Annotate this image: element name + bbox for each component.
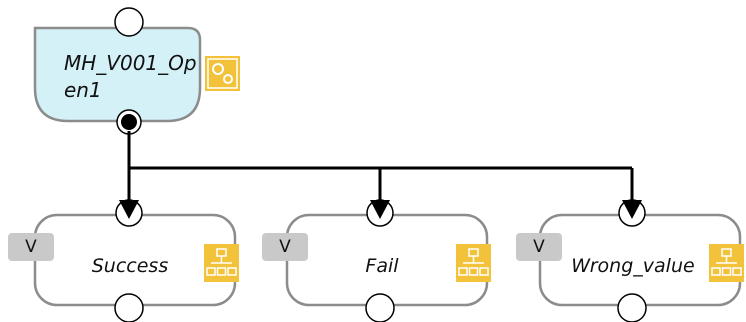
hierarchy-icon [204, 244, 239, 282]
arrowhead-icon [622, 200, 642, 219]
hierarchy-icon [709, 244, 744, 282]
connectors [127, 131, 634, 201]
result-node-success[interactable] [33, 199, 239, 322]
start-node-output-port-dot [121, 114, 137, 130]
version-badge: V [262, 233, 308, 261]
result-node-output-port[interactable] [617, 293, 647, 322]
result-node-fail[interactable] [285, 199, 491, 322]
hierarchy-icon [456, 244, 491, 282]
result-node-label-wrong-value: Wrong_value [571, 255, 695, 277]
gears-icon [205, 56, 240, 91]
version-badge: V [516, 233, 562, 261]
result-node-output-port[interactable] [114, 293, 144, 322]
start-node-label: MH_V001_Op en1 [64, 50, 204, 104]
version-badge: V [8, 233, 54, 261]
arrowhead-icon [119, 200, 139, 219]
result-node-label-fail: Fail [365, 255, 399, 277]
arrowhead-icon [370, 200, 390, 219]
start-node[interactable] [33, 7, 240, 135]
start-node-body[interactable] [33, 26, 202, 123]
result-node-label-success: Success [91, 255, 169, 277]
start-node-label-line-2: en1 [64, 78, 102, 102]
start-node-input-port[interactable] [114, 7, 144, 37]
start-node-label-line-1: MH_V001_Op [64, 51, 197, 75]
result-node-output-port[interactable] [365, 293, 395, 322]
